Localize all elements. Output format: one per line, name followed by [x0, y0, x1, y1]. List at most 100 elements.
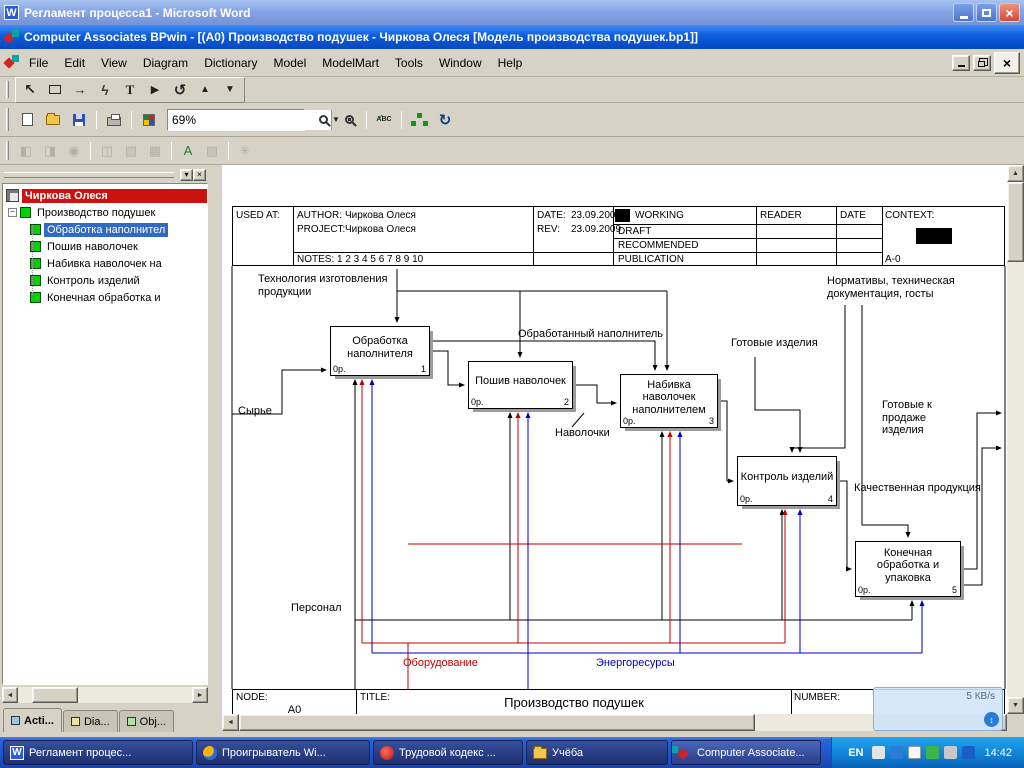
mdi-minimize-button[interactable] [952, 55, 970, 71]
arrow-label-energy[interactable]: Энергоресурсы [596, 657, 675, 670]
activity-box-1[interactable]: Обработка наполнителя 0р. 1 [330, 326, 430, 376]
panel-pin-icon[interactable]: ▾ [180, 169, 193, 181]
arrow-label-equipment[interactable]: Оборудование [403, 657, 478, 670]
word-close-button[interactable] [999, 3, 1020, 22]
tree-model-label[interactable]: Производство подушек [34, 206, 158, 220]
panel-close-icon[interactable]: × [193, 169, 206, 181]
zoom-page-icon[interactable] [337, 109, 361, 131]
tab-diagrams[interactable]: Dia... [63, 710, 118, 732]
go-to-parent-icon[interactable] [168, 79, 192, 101]
diagram-canvas[interactable]: USED AT: AUTHOR: Чиркова Олеся PROJECT: … [222, 165, 1007, 714]
tree-item-label[interactable]: Конечная обработка и [44, 291, 164, 305]
new-file-icon[interactable] [15, 109, 39, 131]
tab-activities[interactable]: Acti... [3, 708, 62, 732]
taskbar-clock[interactable]: 14:42 [984, 747, 1012, 759]
activity-box-4[interactable]: Контроль изделий 0р. 4 [737, 456, 837, 506]
tree-item-row[interactable]: Конечная обработка и [30, 289, 207, 306]
arrow-label-processed-filler[interactable]: Обработанный наполнитель [518, 328, 663, 341]
activity-box-3[interactable]: Набивка наволочек наполнителем 0р. 3 [620, 374, 718, 428]
open-file-icon[interactable] [41, 109, 65, 131]
menu-diagram[interactable]: Diagram [135, 51, 196, 75]
scroll-down-icon[interactable]: ▼ [1007, 697, 1024, 714]
model-mart-icon[interactable] [433, 109, 457, 131]
zoom-combobox[interactable] [167, 109, 305, 131]
zoom-level-input[interactable] [168, 110, 331, 130]
tray-icon-network[interactable] [962, 746, 975, 759]
diagram-dictionary-tool-icon[interactable] [143, 79, 167, 101]
toolbar-grip[interactable] [6, 141, 9, 160]
menu-help[interactable]: Help [490, 51, 531, 75]
activity-box-5[interactable]: Конечная обработка и упаковка 0р. 5 [855, 541, 961, 597]
arrow-label-standards[interactable]: Нормативы, техническая документация, гос… [827, 275, 999, 300]
tree-item-row[interactable]: Набивка наволочек на [30, 255, 207, 272]
activity-box-2[interactable]: Пошив наволочек 0р. 2 [468, 361, 573, 409]
arrow-label-personnel[interactable]: Персонал [291, 602, 342, 615]
scroll-right-icon[interactable]: ► [192, 687, 208, 703]
tree-item-row[interactable]: Контроль изделий [30, 272, 207, 289]
panel-caption[interactable]: ▾ × [4, 168, 206, 181]
arrow-label-ready-for-sale[interactable]: Готовые к продаже изделия [882, 399, 964, 437]
vertical-scrollbar-thumb[interactable] [1007, 182, 1024, 262]
tray-icon-shield[interactable] [926, 746, 939, 759]
language-indicator[interactable]: EN [844, 745, 867, 761]
squiggle-tool-icon[interactable] [93, 79, 117, 101]
toolbar-grip[interactable] [6, 81, 9, 99]
arrow-tool-icon[interactable] [68, 79, 92, 101]
tree-item-label-selected[interactable]: Обработка наполнител [44, 223, 168, 237]
menu-tools[interactable]: Tools [387, 51, 431, 75]
color-palette-icon[interactable] [137, 109, 161, 131]
model-explorer-icon[interactable] [407, 109, 431, 131]
collapse-expander-icon[interactable] [8, 208, 17, 217]
menu-dictionary[interactable]: Dictionary [196, 51, 265, 75]
menu-view[interactable]: View [93, 51, 135, 75]
scroll-left-icon[interactable]: ◄ [2, 687, 18, 703]
mdi-close-button[interactable] [994, 52, 1020, 74]
menu-model[interactable]: Model [266, 51, 315, 75]
zoom-in-icon[interactable] [311, 109, 335, 131]
menu-edit[interactable]: Edit [56, 51, 93, 75]
toolbar-grip[interactable] [6, 108, 9, 131]
text-tool-icon[interactable] [118, 79, 142, 101]
tree-item-label[interactable]: Контроль изделий [44, 274, 143, 288]
scroll-up-icon[interactable]: ▲ [1007, 165, 1024, 182]
activity-box-tool-icon[interactable] [43, 79, 67, 101]
taskbar-button-bpwin[interactable]: Computer Associate... [671, 740, 821, 765]
tree-item-row[interactable]: Пошив наволочек [30, 238, 207, 255]
spell-check-icon[interactable] [372, 109, 396, 131]
tree-item-label[interactable]: Пошив наволочек [44, 240, 141, 254]
horizontal-scrollbar-thumb[interactable] [239, 714, 755, 731]
tray-icon-display[interactable] [890, 746, 903, 759]
tray-icon-document[interactable] [872, 746, 885, 759]
mdi-restore-button[interactable] [973, 55, 991, 71]
save-file-icon[interactable] [67, 109, 91, 131]
tray-icon-mail[interactable] [908, 746, 921, 759]
tray-icon-volume[interactable] [944, 746, 957, 759]
mdi-child-icon[interactable] [4, 55, 19, 70]
pointer-tool-icon[interactable] [18, 79, 42, 101]
scrollbar-thumb[interactable] [32, 687, 78, 703]
tree-item-label[interactable]: Набивка наволочек на [44, 257, 165, 271]
vertical-scrollbar[interactable]: ▲ ▼ [1007, 165, 1024, 714]
taskbar-button-folder[interactable]: Учёба [526, 740, 668, 765]
tree-root-row[interactable]: Чиркова Олеся [6, 187, 207, 204]
tree-root-label[interactable]: Чиркова Олеся [22, 189, 207, 203]
arrow-label-raw-material[interactable]: Сырье [238, 405, 272, 418]
menu-file[interactable]: File [21, 51, 56, 75]
word-minimize-button[interactable] [953, 3, 974, 22]
taskbar-button-media-player[interactable]: Проигрыватель Wi... [196, 740, 370, 765]
abc-sort-icon[interactable]: A [177, 141, 199, 161]
word-window-titlebar[interactable]: Регламент процесса1 - Microsoft Word [0, 0, 1024, 25]
tree-model-row[interactable]: Производство подушек [8, 204, 207, 221]
arrow-label-quality-products[interactable]: Качественная продукция [854, 482, 994, 495]
arrow-label-technology[interactable]: Технология изготовления продукции [258, 273, 400, 298]
menu-window[interactable]: Window [431, 51, 490, 75]
taskbar-button-word[interactable]: Регламент процес... [3, 740, 193, 765]
word-maximize-button[interactable] [976, 3, 997, 22]
scroll-left-icon[interactable]: ◄ [222, 714, 239, 731]
menu-modelmart[interactable]: ModelMart [314, 51, 387, 75]
go-up-icon[interactable] [193, 79, 217, 101]
print-icon[interactable] [102, 109, 126, 131]
go-down-icon[interactable] [218, 79, 242, 101]
panel-grip[interactable] [4, 172, 174, 178]
panel-horizontal-scrollbar[interactable]: ◄ ► [2, 687, 208, 703]
